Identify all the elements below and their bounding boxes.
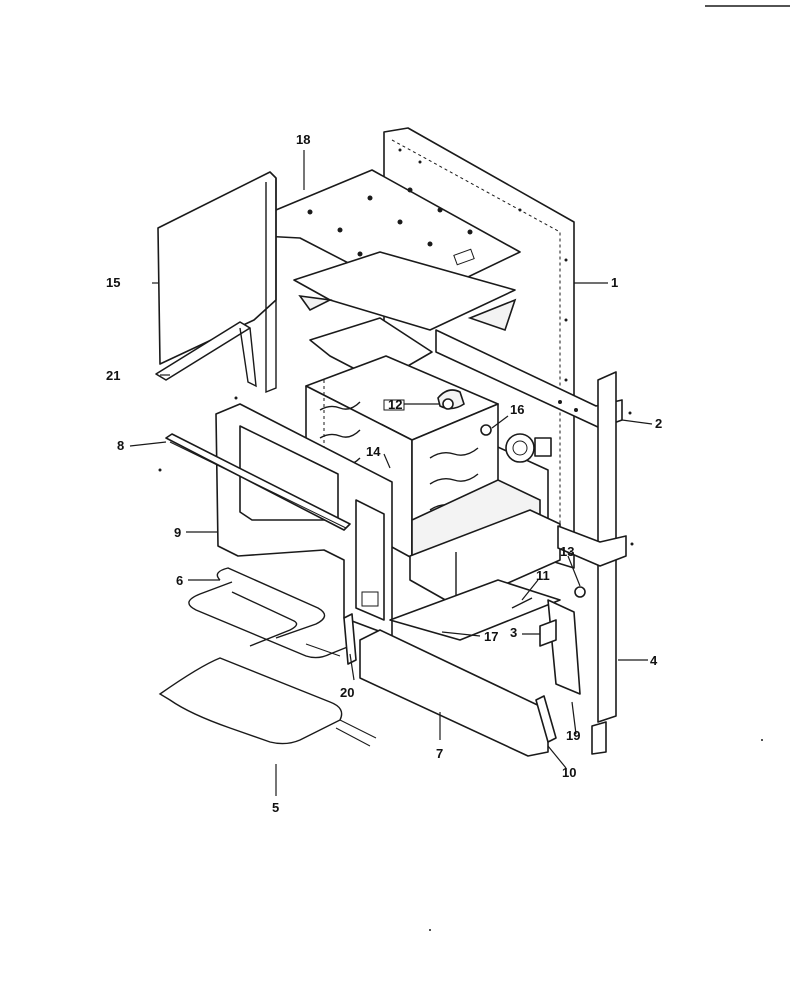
callout-13: 13 bbox=[560, 544, 574, 559]
callout-12: 12 bbox=[388, 397, 402, 412]
callout-7: 7 bbox=[436, 746, 443, 761]
callout-10: 10 bbox=[562, 765, 576, 780]
part-21-strip bbox=[155, 321, 257, 388]
callout-9: 9 bbox=[174, 525, 181, 540]
part-11-pin bbox=[511, 597, 533, 609]
part-4-post bbox=[557, 371, 627, 755]
part-16-fan-motor bbox=[480, 424, 552, 463]
part-3-clip bbox=[539, 619, 557, 647]
part-8-bar bbox=[165, 433, 351, 531]
callout-3: 3 bbox=[510, 625, 517, 640]
callout-19: 19 bbox=[566, 728, 580, 743]
callout-4: 4 bbox=[650, 653, 658, 668]
callout-15: 15 bbox=[106, 275, 120, 290]
part-9-front-frame bbox=[215, 403, 393, 637]
part-6-grill-element bbox=[188, 567, 351, 659]
callout-11: 11 bbox=[536, 568, 550, 583]
callout-8: 8 bbox=[117, 438, 124, 453]
part-17-bottom-tray bbox=[389, 579, 561, 641]
callout-18: 18 bbox=[296, 132, 310, 147]
callout-21: 21 bbox=[106, 368, 120, 383]
callout-20: 20 bbox=[340, 685, 354, 700]
part-19-side-bracket bbox=[547, 599, 581, 695]
part-10-bracket bbox=[535, 695, 557, 743]
part-20-hinge bbox=[343, 613, 357, 665]
part-7-lower-strip bbox=[359, 629, 551, 757]
callout-1: 1 bbox=[611, 275, 618, 290]
leader-lines bbox=[129, 150, 653, 796]
part-12-sensor bbox=[442, 398, 454, 410]
callout-6: 6 bbox=[176, 573, 183, 588]
callout-16: 16 bbox=[510, 402, 524, 417]
callout-14: 14 bbox=[366, 444, 381, 459]
callout-17: 17 bbox=[484, 629, 498, 644]
callout-2: 2 bbox=[655, 416, 662, 431]
part-13-screw bbox=[574, 586, 586, 598]
part-15-rear-panel bbox=[157, 171, 277, 394]
part-5-lower-element bbox=[158, 657, 377, 747]
scan-specks bbox=[158, 396, 763, 931]
callout-5: 5 bbox=[272, 800, 279, 815]
